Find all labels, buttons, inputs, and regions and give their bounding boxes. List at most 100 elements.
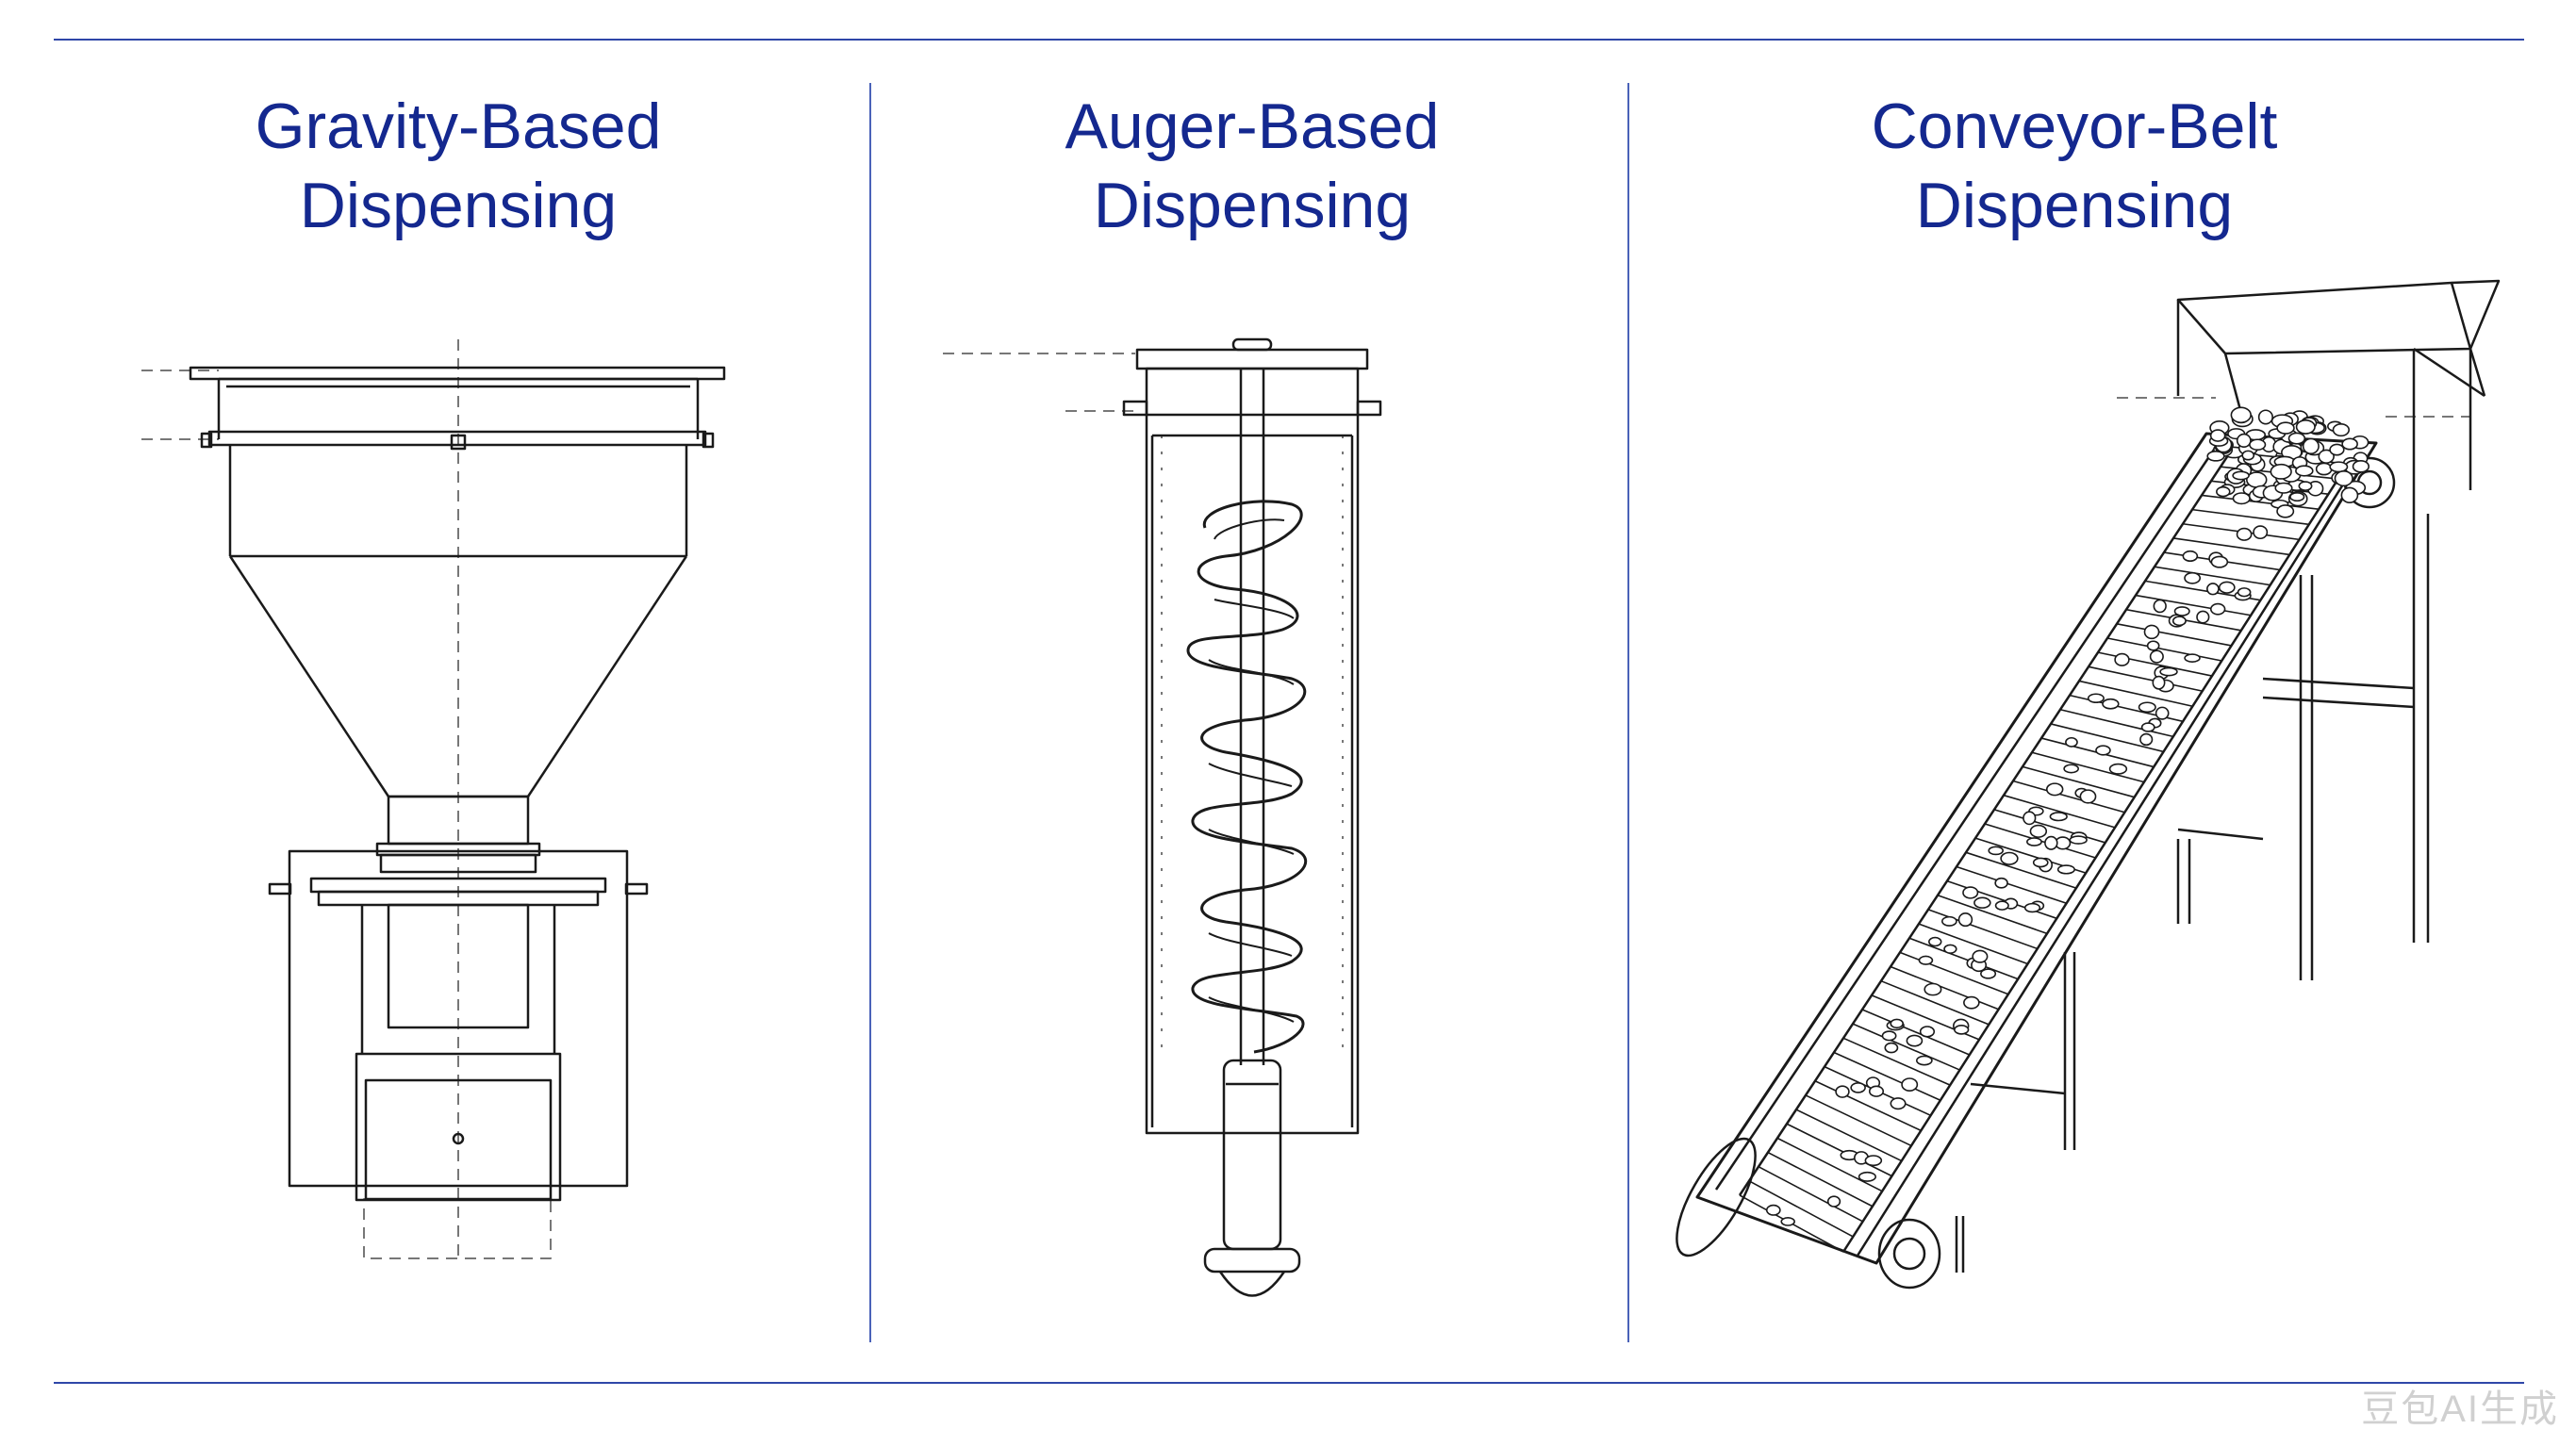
pebble [1972, 949, 1989, 963]
pebble [1884, 1042, 1899, 1054]
pebble [2318, 449, 2335, 464]
pebble [1850, 1082, 1866, 1093]
auger-screw-illustration [943, 337, 1382, 1297]
pebble [2159, 666, 2178, 677]
pebble [2210, 555, 2229, 568]
belt-slat [2022, 765, 2135, 798]
pebble [1890, 1018, 1905, 1029]
belt-slat [1814, 1080, 1922, 1132]
pebble [2276, 504, 2295, 518]
belt-slat [1748, 1180, 1854, 1238]
pebble [1928, 936, 1942, 947]
pebble [2237, 587, 2252, 598]
conveyor-panel-title: Conveyor-Belt Dispensing [1697, 87, 2452, 245]
pebble [2032, 857, 2049, 868]
pebble [2095, 745, 2111, 756]
belt-slat [2154, 566, 2271, 586]
pebble [1901, 1077, 1919, 1093]
belt-slat [1927, 909, 2039, 950]
top-rule [54, 39, 2524, 41]
panel-divider-1 [869, 83, 871, 1342]
belt-slat [1937, 895, 2048, 935]
belt-slat [1786, 1123, 1892, 1177]
pebble [2295, 465, 2314, 477]
pebble [1864, 1155, 1883, 1167]
belt-slat [1833, 1051, 1941, 1101]
pebble [1918, 955, 1934, 965]
belt-slat [1767, 1151, 1874, 1208]
pebble [2329, 461, 2349, 473]
pebble [2209, 429, 2226, 442]
pebble [2302, 437, 2320, 455]
gravity-title-line2: Dispensing [299, 170, 618, 241]
pebble [1765, 1204, 1781, 1216]
pebble [1973, 896, 1991, 909]
belt-slat [2191, 508, 2309, 526]
pebble [1924, 982, 1942, 996]
pebble [2206, 583, 2220, 596]
belt-slat [2201, 494, 2320, 511]
pebble [2216, 485, 2231, 498]
pebble [2232, 470, 2250, 481]
auger-panel-title: Auger-Based Dispensing [875, 87, 1629, 245]
pebble [1980, 968, 1997, 979]
pebble [2140, 722, 2155, 732]
belt-slat [1852, 1023, 1960, 1071]
pebble [2056, 864, 2075, 875]
pebble [1963, 995, 1980, 1010]
pebble [2276, 421, 2295, 435]
pebble [2257, 409, 2273, 425]
pebble [2045, 782, 2064, 797]
belt-slat [1805, 1094, 1912, 1147]
panel-divider-2 [1627, 83, 1629, 1342]
pebble [2332, 423, 2351, 437]
pebble [1858, 1171, 1876, 1182]
belt-slat [1842, 1037, 1951, 1086]
pebble [2182, 550, 2199, 563]
bottom-rule [54, 1382, 2524, 1384]
pebble [2065, 736, 2078, 748]
pebble [2114, 652, 2130, 666]
pebble [1906, 1034, 1924, 1047]
pebble [2102, 698, 2120, 710]
pebble [1780, 1217, 1795, 1226]
pebble [2139, 732, 2154, 747]
pebble [2079, 789, 2097, 804]
belt-slat [1899, 951, 2009, 995]
pebble [2236, 527, 2253, 541]
pebble [2000, 851, 2019, 865]
pebble [2049, 812, 2068, 822]
pebble [2146, 640, 2160, 651]
pebble [2063, 764, 2079, 774]
conveyor-title-line1: Conveyor-Belt [1871, 90, 2278, 162]
pebble [2029, 824, 2048, 838]
watermark: 豆包AI生成 [2361, 1388, 2559, 1430]
belt-slat [1776, 1137, 1883, 1192]
belt-slat [2135, 594, 2252, 616]
pebble [2253, 525, 2269, 540]
gravity-hopper-illustration [141, 339, 726, 1259]
pebble [2087, 693, 2105, 704]
belt-slat [1918, 923, 2028, 965]
belt-slat [2012, 780, 2125, 813]
pebble [2270, 463, 2292, 480]
belt-slat [2031, 751, 2145, 783]
pebble [1988, 846, 2004, 856]
pebble [2249, 438, 2267, 452]
pebble [2023, 811, 2037, 826]
pebble [1835, 1085, 1850, 1098]
pebble [1890, 1097, 1907, 1110]
pebble [2149, 649, 2164, 664]
belt-slat [2078, 680, 2193, 708]
pebble [2352, 460, 2370, 473]
pebble [2329, 443, 2345, 456]
pebble [1826, 1195, 1841, 1208]
pebble [2153, 599, 2167, 614]
belt-slat [2050, 723, 2164, 753]
pebble [1881, 1030, 1897, 1042]
pebble [2209, 602, 2226, 616]
pebble [2184, 571, 2202, 584]
pebble [2184, 653, 2201, 663]
gravity-panel-title: Gravity-Based Dispensing [81, 87, 835, 245]
